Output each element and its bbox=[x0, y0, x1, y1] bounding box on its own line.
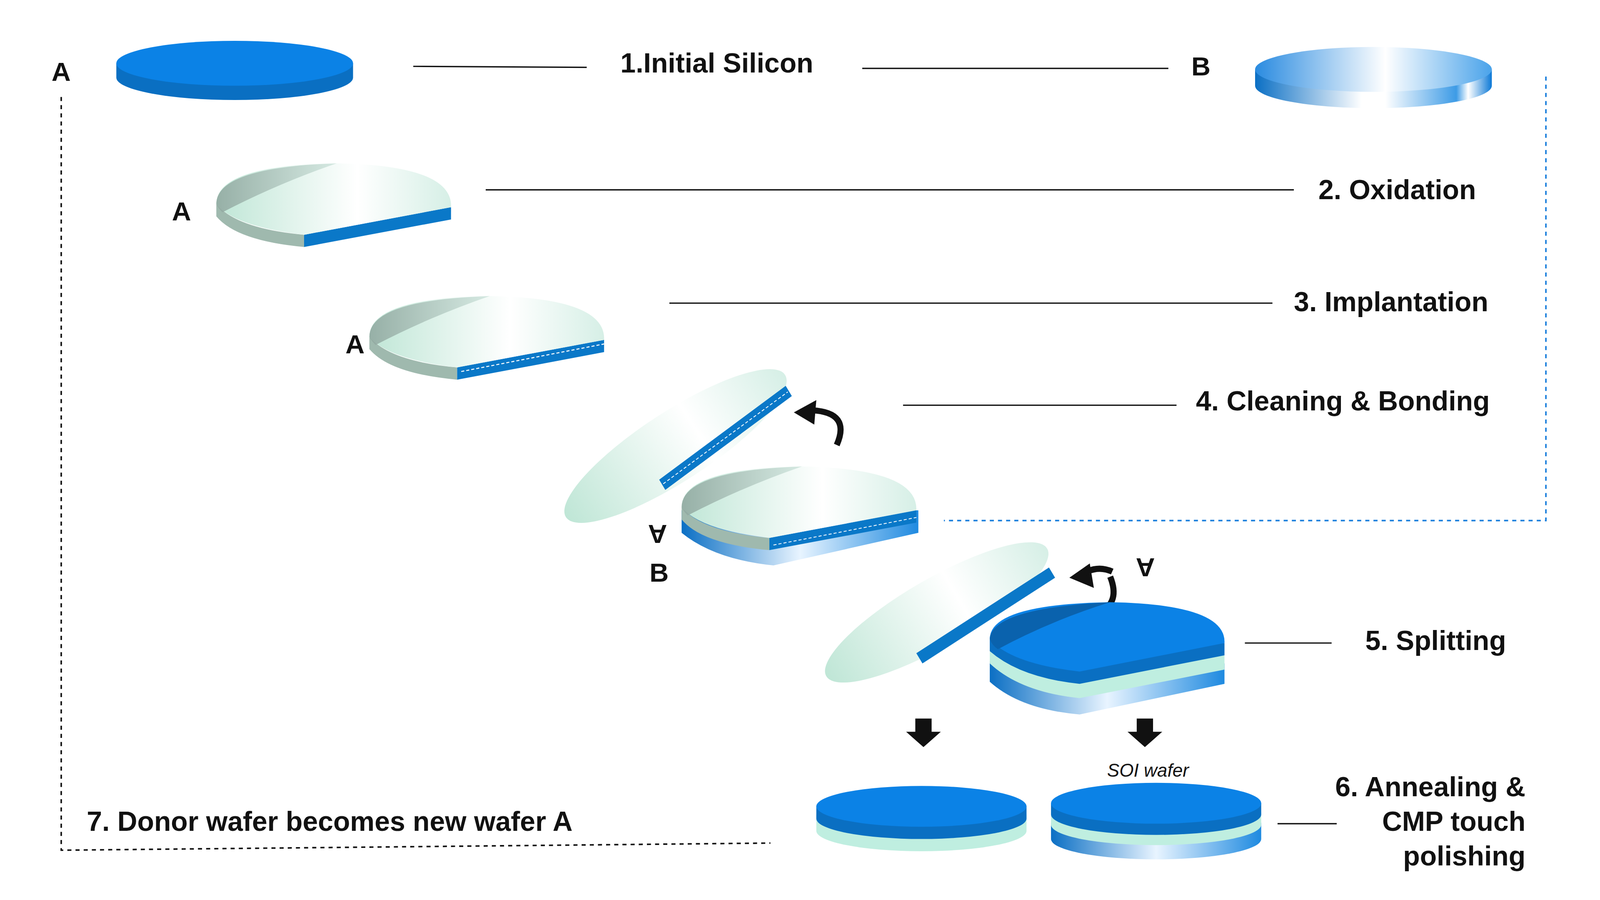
wafer-letter: B bbox=[1191, 50, 1211, 83]
step-label: 3. Implantation bbox=[1293, 285, 1489, 319]
step-label: 6. Annealing & CMP touch polishing bbox=[1321, 769, 1526, 874]
step-label: 4. Cleaning & Bonding bbox=[1195, 384, 1490, 418]
step-label: 2. Oxidation bbox=[1318, 173, 1477, 207]
wafer-caption: SOI wafer bbox=[1107, 760, 1189, 783]
wafer-letter: B bbox=[649, 556, 669, 589]
wafer-letter: A bbox=[172, 195, 192, 228]
wafer-letter: A bbox=[1135, 550, 1155, 583]
wafer-letter: A bbox=[345, 328, 365, 360]
wafer-letter: A bbox=[51, 55, 71, 88]
step-label: 1.Initial Silicon bbox=[620, 47, 814, 80]
step-label: 7. Donor wafer becomes new wafer A bbox=[86, 805, 573, 839]
step-label: 5. Splitting bbox=[1365, 624, 1507, 658]
wafer-letter: A bbox=[647, 516, 667, 549]
